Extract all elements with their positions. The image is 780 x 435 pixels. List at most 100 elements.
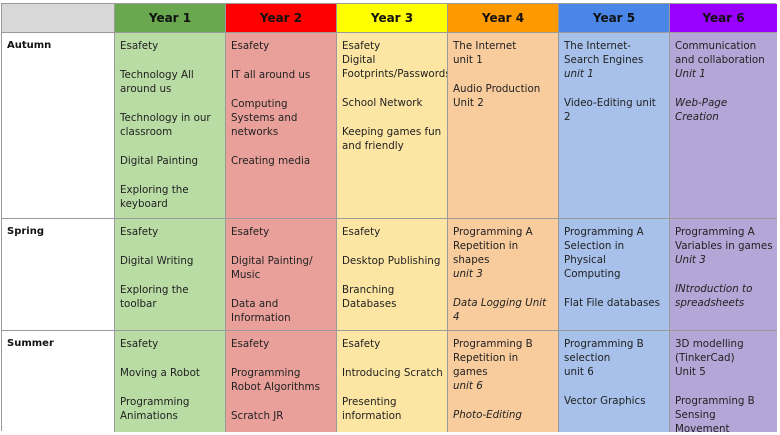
- topic-text: Digital Painting/ Music: [231, 255, 313, 281]
- topic-item: Esafety: [231, 39, 332, 53]
- topic-item: Vector Graphics: [564, 394, 665, 408]
- header-year-6: Year 6: [670, 4, 777, 33]
- header-year-2: Year 2: [226, 4, 337, 33]
- topic-text: Keeping games fun and friendly: [342, 126, 442, 152]
- topic-item: Photo-Editing: [453, 408, 554, 422]
- topic-text: Flat File databases: [564, 297, 661, 309]
- topic-text-italic: unit 3: [453, 268, 483, 280]
- topic-text: Presenting information: [342, 396, 402, 422]
- curriculum-table: Year 1 Year 2 Year 3 Year 4 Year 5 Year …: [1, 3, 777, 432]
- topic-item: Presenting information: [342, 395, 443, 423]
- topic-item: Programming A Repetition in shapes unit 3: [453, 225, 554, 281]
- topic-item: Scratch JR: [231, 409, 332, 423]
- cell-autumn-year-2: Esafety IT all around us Computing Systems…: [226, 33, 337, 219]
- topic-text-italic: unit 6: [453, 380, 483, 392]
- term-label-summer: Summer: [2, 331, 115, 432]
- cell-summer-year-6: 3D modelling (TinkerCad) Unit 5 Programmin…: [670, 331, 777, 432]
- topic-item: Keeping games fun and friendly: [342, 125, 443, 153]
- topic-item: Desktop Publishing: [342, 254, 443, 268]
- topic-item: IT all around us: [231, 68, 332, 82]
- topic-text: Video-Editing unit 2: [564, 97, 656, 123]
- topic-item: Data and Information: [231, 297, 332, 325]
- topic-item: Branching Databases: [342, 283, 443, 311]
- topic-item: Creating media: [231, 154, 332, 168]
- term-label-spring: Spring: [2, 219, 115, 331]
- topic-text: Programming B Sensing Movement: [675, 395, 755, 432]
- topic-item: Technology in our classroom: [120, 111, 221, 139]
- topic-text: Digital Footprints/Passwords: [342, 54, 448, 80]
- topic-item: Digital Painting: [120, 154, 221, 168]
- topic-text: unit 1: [453, 54, 483, 66]
- topic-item: School Network: [342, 96, 443, 110]
- topic-text: Programming Robot Algorithms: [231, 367, 320, 393]
- topic-text: Vector Graphics: [564, 395, 646, 407]
- topic-item: Flat File databases: [564, 296, 665, 310]
- topic-text: Technology in our classroom: [120, 112, 211, 138]
- topic-text: Unit 5: [675, 366, 706, 378]
- topic-text: Esafety: [120, 226, 159, 238]
- topic-text: unit 6: [564, 366, 594, 378]
- term-label-autumn: Autumn: [2, 33, 115, 219]
- topic-text: Scratch JR: [231, 410, 284, 422]
- topic-text: Introducing Scratch: [342, 367, 443, 379]
- topic-item: Programming Animations: [120, 395, 221, 423]
- topic-item: Computing Systems and networks: [231, 97, 332, 139]
- topic-text: Exploring the toolbar: [120, 284, 189, 310]
- topic-item: Data Logging Unit 4: [453, 296, 554, 324]
- topic-item: Exploring the keyboard: [120, 183, 221, 211]
- topic-item: The Internet unit 1: [453, 39, 554, 67]
- cell-spring-year-4: Programming A Repetition in shapes unit 3…: [448, 219, 559, 331]
- topic-item: Esafety: [231, 225, 332, 239]
- cell-autumn-year-5: The Internet-Search Engines unit 1 Video-…: [559, 33, 670, 219]
- topic-text: 3D modelling (TinkerCad): [675, 338, 744, 364]
- topic-item: Digital Painting/ Music: [231, 254, 332, 282]
- topic-item: The Internet-Search Engines unit 1: [564, 39, 665, 81]
- topic-text: IT all around us: [231, 69, 311, 81]
- topic-text: Esafety: [231, 338, 270, 350]
- header-year-5: Year 5: [559, 4, 670, 33]
- cell-spring-year-5: Programming A Selection in Physical Comp…: [559, 219, 670, 331]
- topic-text: The Internet-Search Engines: [564, 40, 644, 66]
- topic-text: Esafety: [231, 226, 270, 238]
- topic-text: Unit 2: [453, 97, 484, 109]
- topic-text: Esafety: [342, 338, 381, 350]
- topic-text-italic: Web-Page Creation: [675, 97, 728, 123]
- topic-item: Esafety: [120, 225, 221, 239]
- topic-text: Esafety: [120, 40, 159, 52]
- topic-text: Creating media: [231, 155, 311, 167]
- topic-text: Esafety: [342, 226, 381, 238]
- topic-item: Moving a Robot: [120, 366, 221, 380]
- topic-text: Branching Databases: [342, 284, 397, 310]
- topic-text: The Internet: [453, 40, 517, 52]
- topic-item: Exploring the toolbar: [120, 283, 221, 311]
- topic-text: Computing Systems and networks: [231, 98, 298, 138]
- topic-text-italic: INtroduction to spreadsheets: [675, 283, 753, 309]
- header-year-3: Year 3: [337, 4, 448, 33]
- topic-text: Technology All around us: [120, 69, 194, 95]
- topic-text: Programming A Variables in games: [675, 226, 773, 252]
- topic-text: School Network: [342, 97, 423, 109]
- topic-item: Esafety: [342, 225, 443, 239]
- topic-text: Digital Writing: [120, 255, 194, 267]
- topic-text-italic: Data Logging Unit 4: [453, 297, 547, 323]
- topic-item: Introducing Scratch: [342, 366, 443, 380]
- topic-item: Esafety: [231, 337, 332, 351]
- topic-text: Esafety: [231, 40, 270, 52]
- header-year-4: Year 4: [448, 4, 559, 33]
- topic-item: Programming Robot Algorithms: [231, 366, 332, 394]
- topic-text: Programming A Repetition in shapes: [453, 226, 533, 266]
- topic-text: Exploring the keyboard: [120, 184, 189, 210]
